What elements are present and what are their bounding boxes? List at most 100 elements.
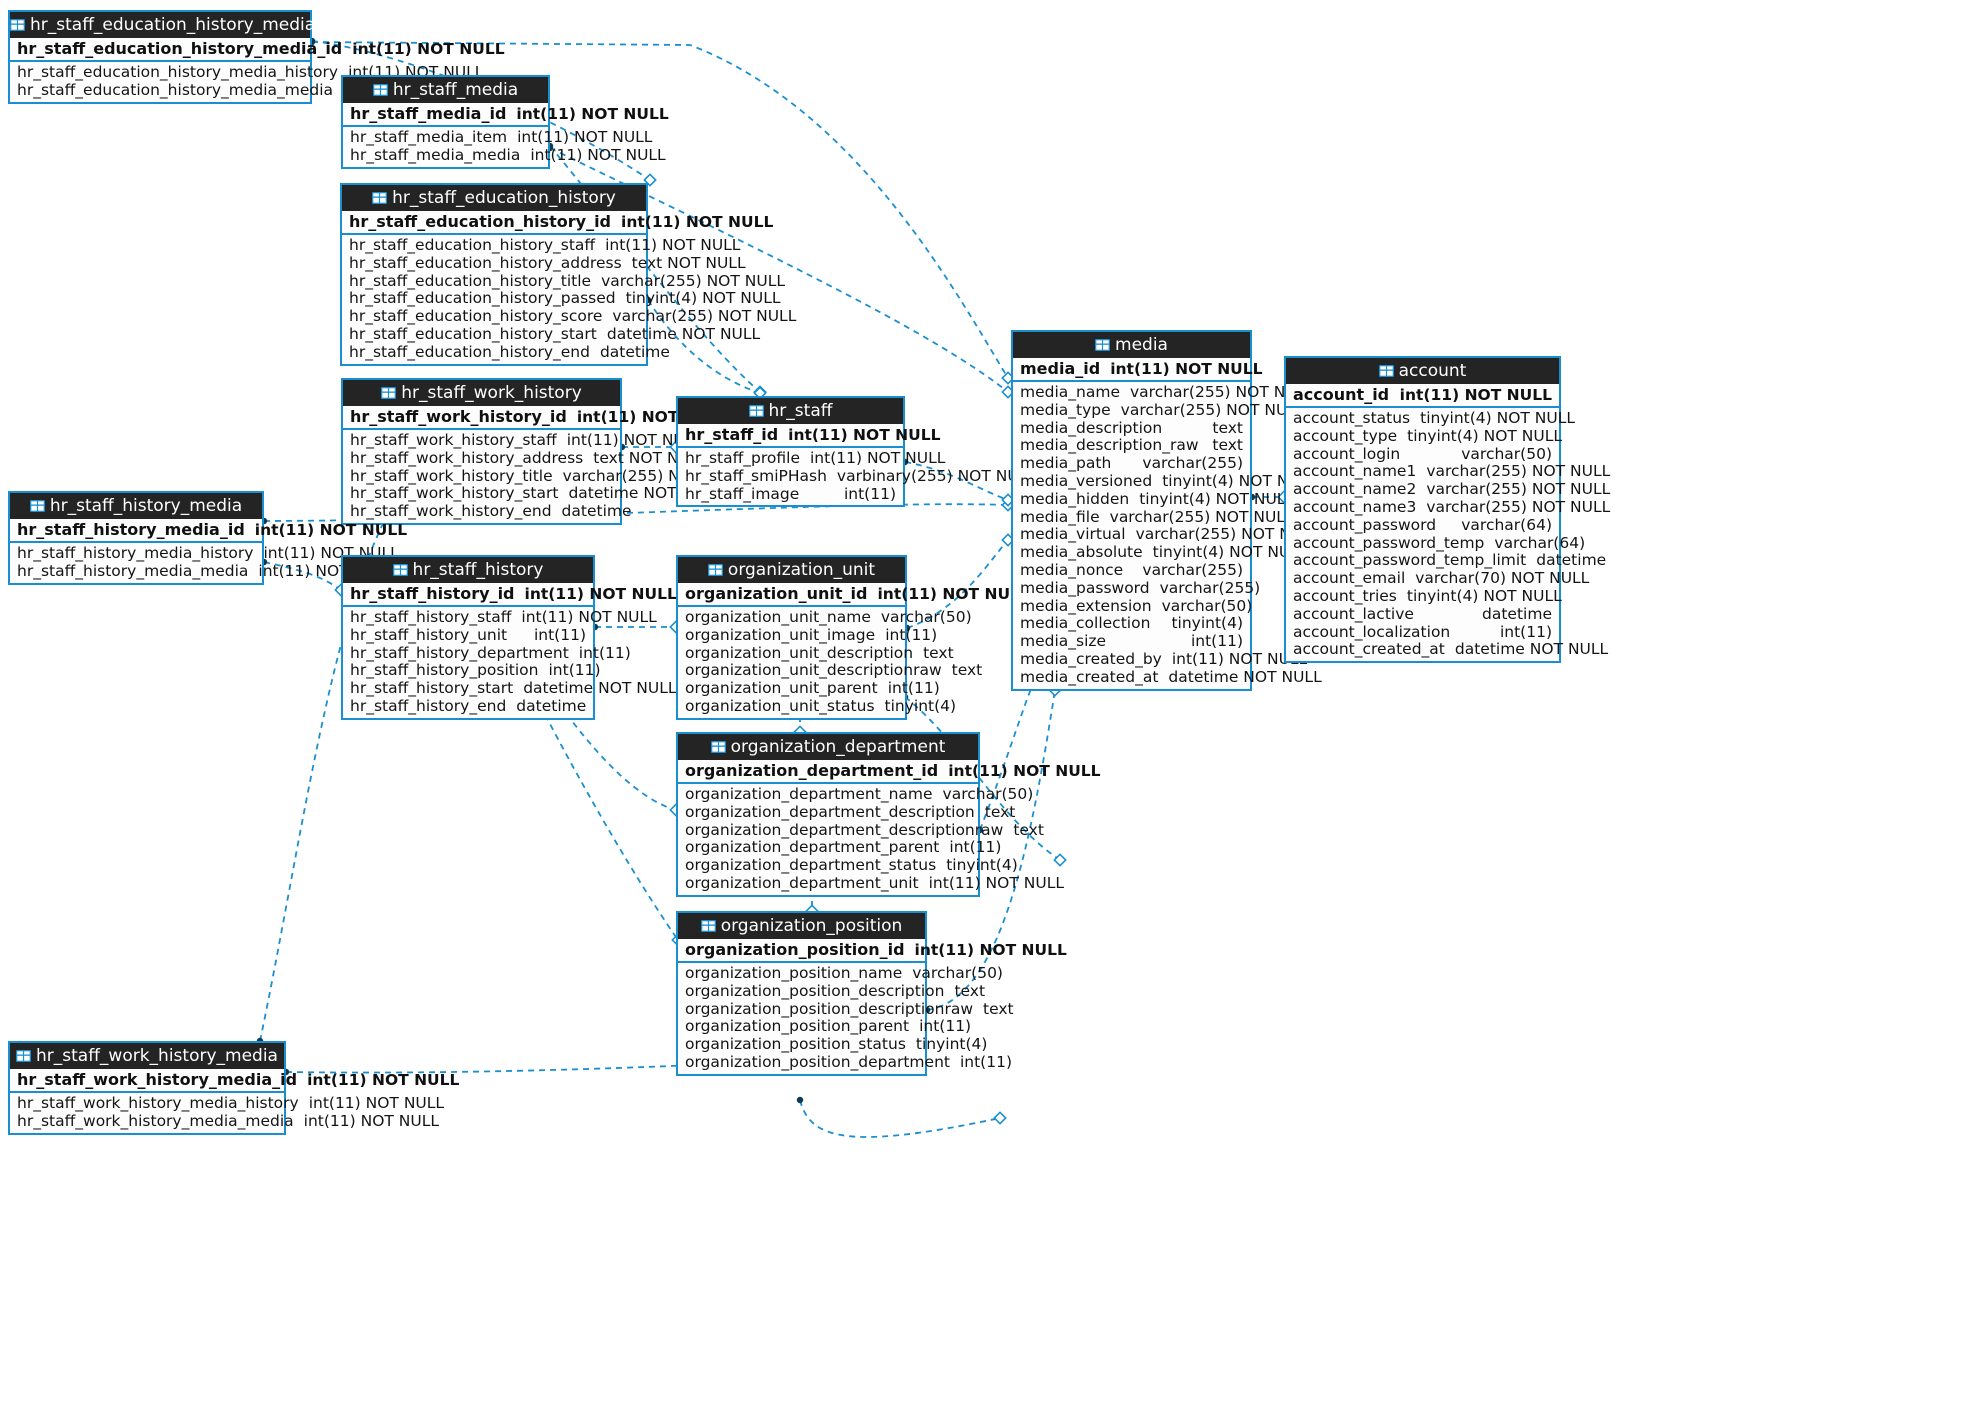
column-row[interactable]: hr_staff_education_history_media_history… [10,63,483,82]
column-row[interactable]: hr_staff_education_history_media_mediain… [10,81,478,100]
